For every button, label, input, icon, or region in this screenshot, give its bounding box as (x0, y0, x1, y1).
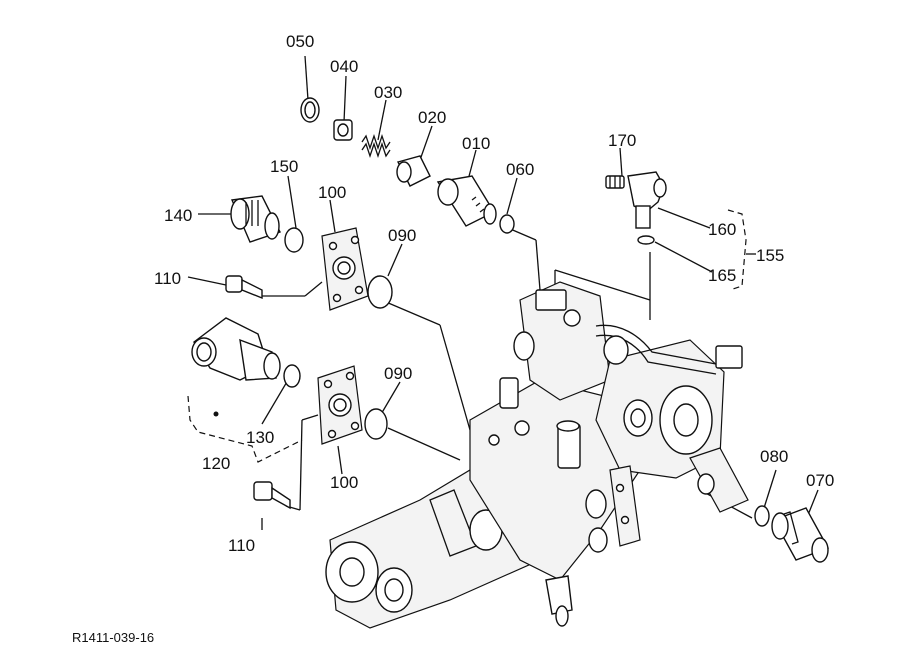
callout-030: 030 (374, 83, 402, 102)
bracket-120 (187, 395, 303, 463)
callout-100-lower: 100 (330, 473, 358, 492)
callout-080: 080 (760, 447, 788, 466)
plug-170 (605, 175, 625, 189)
o-ring-090-lower (364, 408, 388, 440)
o-ring-080 (754, 505, 770, 527)
bracket-155 (727, 209, 756, 291)
callout-150: 150 (270, 157, 298, 176)
o-ring-165 (637, 235, 655, 245)
callout-labels: 050 040 030 020 010 060 170 160 165 155 … (154, 32, 834, 555)
plunger-020 (396, 155, 431, 187)
callout-040: 040 (330, 57, 358, 76)
callout-050: 050 (286, 32, 314, 51)
bolt-110-lower (253, 481, 291, 510)
callout-155: 155 (756, 246, 784, 265)
callout-160: 160 (708, 220, 736, 239)
valve-plug-010 (436, 175, 497, 227)
bolt-110-upper (225, 275, 263, 300)
flange-100-lower (317, 365, 363, 445)
callout-165: 165 (708, 266, 736, 285)
callout-110-upper: 110 (154, 269, 181, 288)
o-ring-130 (283, 364, 301, 388)
callout-140: 140 (164, 206, 192, 225)
callout-130: 130 (246, 428, 274, 447)
elbow-adapter-120 (191, 317, 281, 417)
flange-100-upper (321, 227, 369, 311)
callout-110-lower: 110 (228, 536, 255, 555)
callout-120: 120 (202, 454, 230, 473)
o-ring-150 (284, 227, 304, 253)
elbow-fitting-160 (627, 171, 667, 229)
callout-060: 060 (506, 160, 534, 179)
callout-090-lower: 090 (384, 364, 412, 383)
washer-040 (333, 119, 353, 141)
spring-030 (361, 133, 391, 159)
fitting-070 (771, 507, 830, 563)
drawing-reference-code: R1411-039-16 (72, 630, 154, 645)
o-ring-090-upper (367, 275, 393, 309)
hydraulic-pump-assembly (325, 281, 749, 629)
o-ring-060 (499, 214, 515, 234)
snap-ring-050 (300, 97, 320, 123)
callout-070: 070 (806, 471, 834, 490)
leader-lines (187, 55, 819, 530)
callout-170: 170 (608, 131, 636, 150)
callout-090-upper: 090 (388, 226, 416, 245)
callout-020: 020 (418, 108, 446, 127)
adapter-140 (230, 195, 281, 243)
callout-100-upper: 100 (318, 183, 346, 202)
callout-010: 010 (462, 134, 490, 153)
